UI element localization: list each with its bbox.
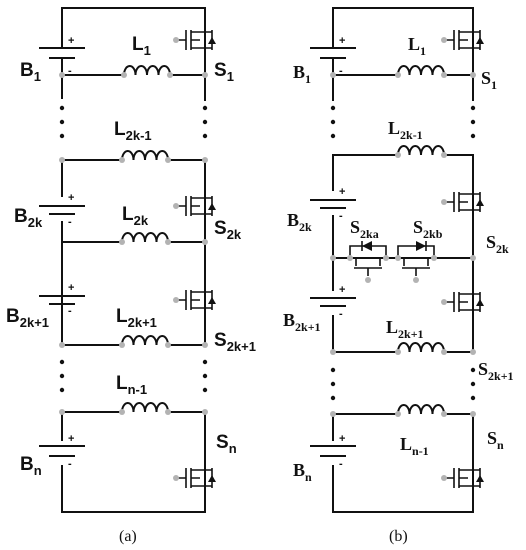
battery-b-b1-plus: + bbox=[339, 35, 345, 47]
label-a-l2k: L2k bbox=[122, 204, 149, 228]
label-a-s2k1: S2k+1 bbox=[214, 330, 256, 354]
battery-b2k-plus: + bbox=[68, 192, 74, 204]
battery-bn-minus: - bbox=[68, 458, 72, 470]
label-b-l2k1: L2k+1 bbox=[386, 317, 424, 341]
label-b-sn: Sn bbox=[487, 428, 504, 452]
label-b-s2ka: S2ka bbox=[350, 217, 379, 241]
label-a-l2k-1: L2k-1 bbox=[114, 119, 152, 143]
switch-b-s2ka-symbol bbox=[349, 241, 387, 283]
label-b-s2kb: S2kb bbox=[413, 217, 443, 241]
battery-b-b2k1-plus: + bbox=[339, 284, 345, 296]
switch-b-s2k1-symbol bbox=[441, 292, 484, 312]
battery-b2k-minus: - bbox=[68, 216, 72, 228]
battery-b2k1-symbol bbox=[39, 295, 85, 305]
label-b-s2k1: S2k+1 bbox=[478, 359, 514, 383]
battery-b-b1-minus: - bbox=[339, 65, 343, 77]
label-b-b2k: B2k bbox=[287, 210, 312, 234]
battery-b2k-symbol bbox=[39, 205, 85, 215]
label-b-b2k1: B2k+1 bbox=[283, 310, 321, 334]
panel-b: + - + - + - + - B1 B2k B2k+1 Bn L1 L2k-1… bbox=[283, 7, 514, 545]
switch-s2k-symbol bbox=[173, 196, 216, 216]
label-a-bn: Bn bbox=[20, 454, 42, 478]
label-b-b1: B1 bbox=[293, 62, 311, 86]
battery-b-bn-plus: + bbox=[339, 433, 345, 445]
battery-b1-plus: + bbox=[68, 35, 74, 47]
battery-b-b1-symbol bbox=[310, 37, 356, 67]
caption-a: (a) bbox=[119, 528, 137, 545]
battery-b-b2k1-minus: - bbox=[339, 308, 343, 320]
label-b-l2k-1: L2k-1 bbox=[388, 118, 423, 142]
label-b-bn: Bn bbox=[293, 460, 312, 484]
battery-b-bn-minus: - bbox=[339, 458, 343, 470]
label-b-ln-1: Ln-1 bbox=[400, 434, 429, 458]
battery-b2k1-minus: - bbox=[68, 305, 72, 317]
battery-b1-minus: - bbox=[68, 65, 72, 77]
label-a-l1: L1 bbox=[132, 34, 151, 58]
label-a-b2k1: B2k+1 bbox=[6, 306, 49, 330]
battery-b-b2k-symbol bbox=[310, 199, 356, 209]
label-a-sn: Sn bbox=[216, 432, 237, 456]
battery-bn-symbol bbox=[39, 445, 85, 457]
label-a-s1: S1 bbox=[214, 60, 234, 84]
label-b-s1: S1 bbox=[481, 68, 497, 92]
label-a-b2k: B2k bbox=[14, 206, 43, 230]
battery-b-b2k-minus: - bbox=[339, 210, 343, 222]
battery-b-b2k1-symbol bbox=[310, 297, 356, 307]
switch-s1-symbol bbox=[173, 30, 216, 50]
label-a-l2k1: L2k+1 bbox=[116, 306, 157, 330]
panel-a: + - + - + - + - B1 B2k B2k+1 Bn L1 L2k-1… bbox=[6, 7, 256, 545]
switch-b-sn-symbol bbox=[441, 468, 484, 488]
battery-b1-symbol bbox=[39, 37, 85, 67]
caption-b: (b) bbox=[389, 528, 408, 545]
switch-b-s2k-symbol bbox=[441, 192, 484, 212]
switch-b-s2kb-symbol bbox=[397, 241, 435, 283]
label-a-s2k: S2k bbox=[214, 218, 242, 242]
battery-b-bn-symbol bbox=[310, 445, 356, 457]
battery-bn-plus: + bbox=[68, 433, 74, 445]
label-a-b1: B1 bbox=[20, 60, 41, 84]
battery-b-b2k-plus: + bbox=[339, 186, 345, 198]
battery-b2k1-plus: + bbox=[68, 282, 74, 294]
switch-s2k1-symbol bbox=[173, 290, 216, 310]
switch-sn-symbol bbox=[173, 468, 216, 488]
label-a-ln-1: Ln-1 bbox=[116, 373, 147, 397]
label-b-s2k: S2k bbox=[486, 232, 509, 256]
label-b-l1: L1 bbox=[408, 34, 426, 58]
switch-b-s1-symbol bbox=[441, 30, 484, 50]
